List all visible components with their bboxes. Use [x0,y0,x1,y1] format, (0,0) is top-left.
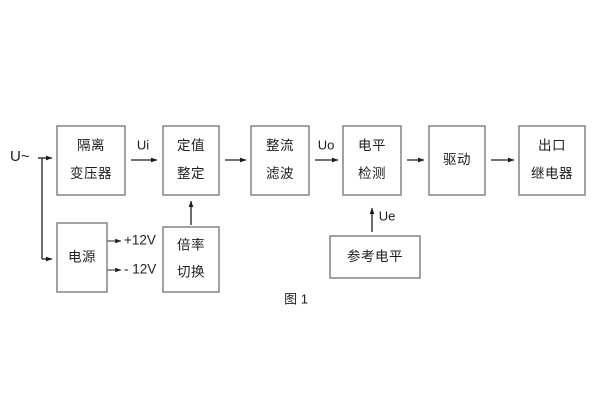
block-multiplier-switch-line-1: 倍率 [177,237,205,253]
block-isolation-transformer-line-1: 隔离 [77,137,105,153]
block-multiplier-switch-line-2: 切换 [177,265,205,280]
block-output-relay-line-2: 继电器 [531,166,573,181]
block-reference-level[interactable]: 参考电平 [329,235,421,279]
block-setting-value[interactable]: 定值 整定 [162,125,220,196]
source-label: U~ [10,148,30,165]
block-level-detect-rect [342,125,402,196]
block-isolation-transformer-line-2: 变压器 [70,166,112,181]
block-rectify-filter-line-1: 整流 [266,138,294,153]
signal-label-uo: Uo [318,137,335,152]
block-setting-value-line-1: 定值 [177,138,205,153]
block-level-detect[interactable]: 电平 检测 [342,125,402,196]
block-drive[interactable]: 驱动 [428,125,486,196]
block-setting-value-line-2: 整定 [177,166,205,181]
block-reference-level-line-1: 参考电平 [347,248,403,264]
block-reference-level-rect [329,235,421,279]
block-level-detect-line-2: 检测 [358,166,386,181]
block-level-detect-line-1: 电平 [358,138,386,153]
figure-caption: 图 1 [284,291,308,306]
block-output-relay-rect [518,125,586,196]
rail-label-positive: +12V [124,233,156,248]
block-multiplier-switch-rect [162,226,220,293]
block-drive-rect [428,125,486,196]
rail-label-negative: - 12V [124,262,156,277]
block-isolation-transformer-rect [56,125,126,196]
block-rectify-filter-rect [250,125,310,196]
block-power-supply[interactable]: 电源 [56,222,108,293]
block-rectify-filter[interactable]: 整流 滤波 [250,125,310,196]
block-power-supply-rect [56,222,108,293]
block-setting-value-rect [162,125,220,196]
block-output-relay[interactable]: 出口 继电器 [518,125,586,196]
block-rectify-filter-line-2: 滤波 [266,166,294,181]
block-drive-line-1: 驱动 [443,152,471,167]
signal-label-ui: Ui [137,137,149,152]
signal-label-ue: Ue [379,208,396,223]
block-power-supply-line-1: 电源 [68,250,96,265]
block-multiplier-switch[interactable]: 倍率 切换 [162,226,220,293]
block-output-relay-line-1: 出口 [538,138,566,153]
block-isolation-transformer[interactable]: 隔离 变压器 [56,125,126,196]
